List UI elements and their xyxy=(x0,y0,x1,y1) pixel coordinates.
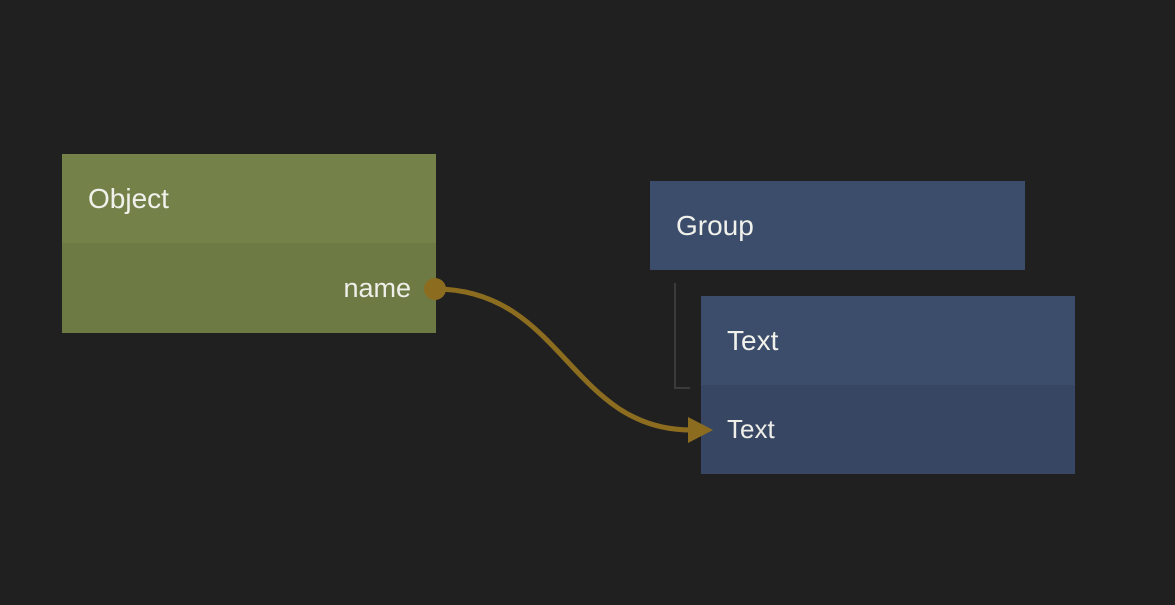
group-child-connector-line xyxy=(674,283,690,389)
object-node-title: Object xyxy=(88,182,169,214)
object-node-header[interactable]: Object xyxy=(62,154,436,243)
object-node-name-row: name xyxy=(62,243,436,333)
text-node[interactable]: Text Text xyxy=(701,296,1075,474)
text-node-title: Text xyxy=(727,324,779,356)
text-node-header[interactable]: Text xyxy=(701,296,1075,385)
group-node-title: Group xyxy=(676,209,754,241)
text-node-field-row[interactable]: Text xyxy=(701,385,1075,474)
group-node-header[interactable]: Group xyxy=(650,181,1025,270)
text-field-label: Text xyxy=(727,414,775,444)
object-node[interactable]: Object name xyxy=(62,154,436,333)
connection-curve[interactable] xyxy=(432,286,694,433)
name-output-label: name xyxy=(343,272,411,303)
group-node[interactable]: Group xyxy=(650,181,1025,270)
